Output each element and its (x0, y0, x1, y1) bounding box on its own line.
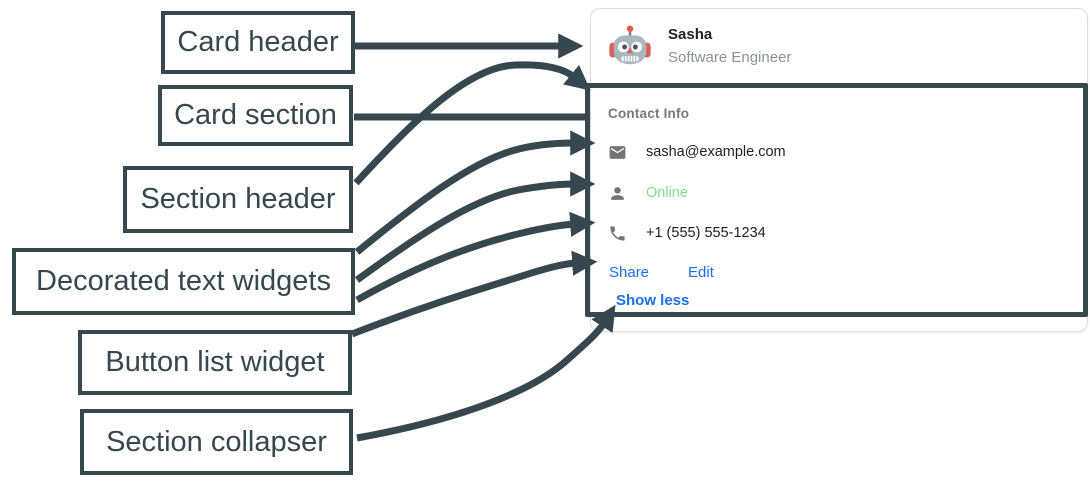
decorated-text-email: sasha@example.com (607, 139, 786, 165)
callout-section-collapser-label: Section collapser (106, 425, 327, 458)
profile-name: Sasha (668, 26, 713, 43)
section-header-text: Contact Info (608, 106, 690, 121)
profile-subtitle: Software Engineer (668, 49, 792, 66)
decorated-text-status: Online (607, 180, 688, 206)
arrow-button-list (350, 250, 598, 338)
callout-card-section: Card section (158, 85, 353, 146)
callout-card-header: Card header (161, 11, 355, 74)
robot-avatar-icon (607, 23, 653, 69)
arrow-decorated-text-status (354, 171, 596, 283)
arrow-decorated-text-phone (355, 211, 596, 304)
arrow-decorated-text-email (354, 130, 596, 255)
edit-button[interactable]: Edit (688, 263, 714, 281)
mail-icon (607, 142, 627, 162)
arrow-section-collapser (356, 304, 616, 442)
callout-button-list-widget-label: Button list widget (105, 346, 325, 378)
callout-card-header-label: Card header (177, 26, 339, 58)
decorated-text-phone: +1 (555) 555-1234 (607, 220, 766, 246)
callout-section-header: Section header (123, 166, 353, 233)
button-list: Share Edit (609, 260, 714, 284)
section-collapser[interactable]: Show less (616, 292, 690, 309)
arrow-section-header (353, 61, 591, 186)
callout-decorated-text-widgets: Decorated text widgets (12, 248, 355, 315)
person-icon (607, 183, 627, 203)
callout-button-list-widget: Button list widget (78, 330, 352, 395)
card-header: Sasha Software Engineer (591, 9, 1087, 83)
callout-section-header-label: Section header (140, 183, 336, 215)
phone-text: +1 (555) 555-1234 (646, 225, 766, 241)
callout-decorated-text-widgets-label: Decorated text widgets (36, 265, 331, 297)
profile-identity: Sasha Software Engineer (668, 26, 791, 66)
callout-card-section-label: Card section (174, 99, 337, 131)
share-button[interactable]: Share (609, 263, 650, 281)
status-text: Online (646, 185, 688, 201)
callout-section-collapser: Section collapser (80, 409, 353, 475)
phone-icon (607, 223, 627, 243)
profile-card: Sasha Software Engineer Contact Info sas… (590, 8, 1088, 332)
email-text: sasha@example.com (646, 144, 786, 160)
